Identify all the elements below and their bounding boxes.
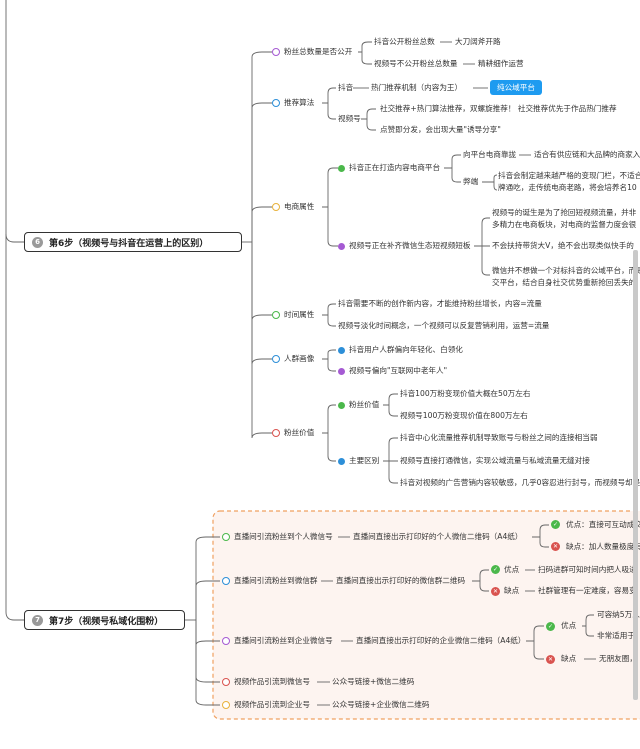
ecommerce-douyin-sub1[interactable]: 向平台电商靠拢 (463, 150, 517, 159)
ecommerce-shipin-sub3-l1[interactable]: 微信并不想做一个对标抖音的公域平台，而是 (492, 266, 640, 275)
fan-value-value-marker (338, 402, 345, 409)
b1-marker (222, 533, 230, 541)
fan-value-value-label[interactable]: 粉丝价值 (349, 400, 380, 409)
fans-public-shipin-result[interactable]: 精耕细作运营 (478, 59, 524, 68)
ecommerce-shipin-sub1-l1[interactable]: 视频号的诞生是为了抢回短视频流量，并非 (492, 208, 637, 217)
b2-pro-label[interactable]: 优点 (504, 565, 520, 574)
b3-pro-label[interactable]: 优点 (561, 621, 577, 630)
b2-label[interactable]: 直播间引流粉丝到微信群 (234, 576, 318, 585)
b3-con-detail[interactable]: 无朋友圈， (599, 654, 637, 663)
fan-value-marker (272, 429, 280, 437)
public-domain-badge[interactable]: 纯公域平台 (490, 80, 542, 95)
ecommerce-marker (272, 203, 280, 211)
ecommerce-douyin-sub2[interactable]: 弊端 (463, 177, 479, 186)
fans-public-label[interactable]: 粉丝总数量是否公开 (284, 47, 353, 56)
b5-marker (222, 701, 230, 709)
vertical-scrollbar[interactable] (633, 250, 638, 700)
step7-node[interactable]: 7 第7步（视频号私域化围粉） (24, 610, 185, 630)
fan-value-value2[interactable]: 视频号100万粉变现价值在800万左右 (400, 411, 528, 420)
b3-pro-detail1[interactable]: 可容纳5万人 (597, 610, 640, 619)
b3-marker (222, 637, 230, 645)
check-icon: ✓ (491, 565, 500, 574)
algorithm-label[interactable]: 推荐算法 (284, 98, 315, 107)
fan-value-diff3[interactable]: 抖音对视频的广告营销内容较敏感，几乎0容忍进行封号，而视频号却是 (400, 478, 640, 487)
fans-public-douyin[interactable]: 抖音公开粉丝总数 (374, 37, 435, 46)
check-icon: ✓ (551, 520, 560, 529)
cross-icon: ✕ (491, 587, 500, 596)
fans-public-marker (272, 48, 280, 56)
b2-pro-detail[interactable]: 扫码进群可知时间内把人吸进 (538, 565, 637, 574)
time-attr-item1[interactable]: 抖音需要不断的创作新内容，才能维持粉丝增长，内容=流量 (338, 299, 542, 308)
step6-node[interactable]: 6 第6步（视频号与抖音在运营上的区别） (24, 232, 242, 252)
audience-item2-marker (338, 368, 345, 375)
fan-value-diff-marker (338, 458, 345, 465)
fan-value-diff2[interactable]: 视频号直接打通微信，实现公域流量与私域流量无缝对接 (400, 456, 590, 465)
step6-number: 6 (32, 236, 43, 248)
audience-item1-marker (338, 347, 345, 354)
b2-marker (222, 577, 230, 585)
b2-con-label[interactable]: 缺点 (504, 586, 520, 595)
step7-number: 7 (32, 614, 43, 626)
time-attr-label[interactable]: 时间属性 (284, 310, 315, 319)
ecommerce-shipin-sub2[interactable]: 不会扶持带货大V，绝不会出现类似快手的 (492, 241, 634, 250)
algorithm-marker (272, 99, 280, 107)
fan-value-diff-label[interactable]: 主要区别 (349, 456, 380, 465)
b1-detail[interactable]: 直播间直接出示打印好的个人微信二维码（A4纸） (353, 532, 523, 541)
step6-title: 第6步（视频号与抖音在运营上的区别） (49, 238, 209, 249)
b5-label[interactable]: 视频作品引流到企业号 (234, 700, 310, 709)
time-attr-item2[interactable]: 视频号淡化时间概念，一个视频可以反复营销利用，运营=流量 (338, 321, 550, 330)
b3-detail[interactable]: 直播间直接出示打印好的企业微信二维码（A4纸） (356, 636, 526, 645)
b5-detail[interactable]: 公众号链接+企业微信二维码 (332, 700, 430, 709)
b2-detail[interactable]: 直播间直接出示打印好的微信群二维码 (336, 576, 466, 585)
check-icon: ✓ (546, 622, 555, 631)
ecommerce-douyin-marker (338, 165, 345, 172)
step7-title: 第7步（视频号私域化围粉） (49, 616, 164, 627)
time-attr-marker (272, 311, 280, 319)
fan-value-value1[interactable]: 抖音100万粉变现价值大概在50万左右 (400, 389, 531, 398)
audience-label[interactable]: 人群画像 (284, 354, 315, 363)
b4-label[interactable]: 视频作品引流到微信号 (234, 677, 310, 686)
ecommerce-label[interactable]: 电商属性 (284, 202, 315, 211)
algorithm-douyin[interactable]: 抖音 (338, 83, 354, 92)
b3-pro-detail2[interactable]: 非常适用于 (597, 631, 635, 640)
audience-marker (272, 355, 280, 363)
b1-pro[interactable]: 优点：直接可互动成交 (566, 520, 640, 529)
ecommerce-shipin-sub1-l2[interactable]: 多精力在电商板块，对电商的监督力度会很 (492, 220, 637, 229)
fans-public-shipin[interactable]: 视频号不公开粉丝总数量 (374, 59, 458, 68)
audience-item1[interactable]: 抖音用户人群偏向年轻化、白领化 (349, 345, 463, 354)
b2-con-detail[interactable]: 社群管理有一定难度，容易变 (538, 586, 637, 595)
audience-item2[interactable]: 视频号偏向"互联网中老年人" (349, 366, 448, 375)
algorithm-shipin-detail2[interactable]: 点赞即分发，会出现大量"诱导分享" (380, 125, 501, 134)
ecommerce-shipin-marker (338, 243, 345, 250)
cross-icon: ✕ (546, 655, 555, 664)
algorithm-shipin-detail1[interactable]: 社交推荐+热门算法推荐，双螺旋推荐！ 社交推荐优先于作品热门推荐 (380, 104, 617, 113)
ecommerce-douyin[interactable]: 抖音正在打造内容电商平台 (349, 163, 441, 172)
ecommerce-douyin-sub1-detail[interactable]: 适合有供应链和大品牌的商家入 (534, 150, 640, 159)
algorithm-shipin[interactable]: 视频号 (338, 114, 361, 123)
fans-public-douyin-result[interactable]: 大刀阔斧开路 (455, 37, 501, 46)
algorithm-douyin-detail[interactable]: 热门推荐机制（内容为王） (371, 83, 463, 92)
b4-marker (222, 678, 230, 686)
fan-value-label[interactable]: 粉丝价值 (284, 428, 315, 437)
b1-con[interactable]: 缺点：加人数量极度有 (566, 542, 640, 551)
b4-detail[interactable]: 公众号链接+微信二维码 (332, 677, 415, 686)
ecommerce-douyin-sub2-detail2[interactable]: 牌通吃，走传统电商老路，将会培养名10 (498, 183, 637, 192)
cross-icon: ✕ (551, 542, 560, 551)
b3-label[interactable]: 直播间引流粉丝到企业微信号 (234, 636, 333, 645)
fan-value-diff1[interactable]: 抖音中心化流量推荐机制导致账号与粉丝之间的连接相当弱 (400, 433, 598, 442)
ecommerce-shipin-sub3-l2[interactable]: 交平台，结合自身社交优势重新抢回丢失的 (492, 278, 637, 287)
ecommerce-shipin[interactable]: 视频号正在补齐微信生态短视频短板 (349, 241, 471, 250)
b3-con-label[interactable]: 缺点 (561, 654, 577, 663)
b1-label[interactable]: 直播间引流粉丝到个人微信号 (234, 532, 333, 541)
ecommerce-douyin-sub2-detail1[interactable]: 抖音会制定越来越严格的变现门栏，不适合 (498, 171, 640, 180)
